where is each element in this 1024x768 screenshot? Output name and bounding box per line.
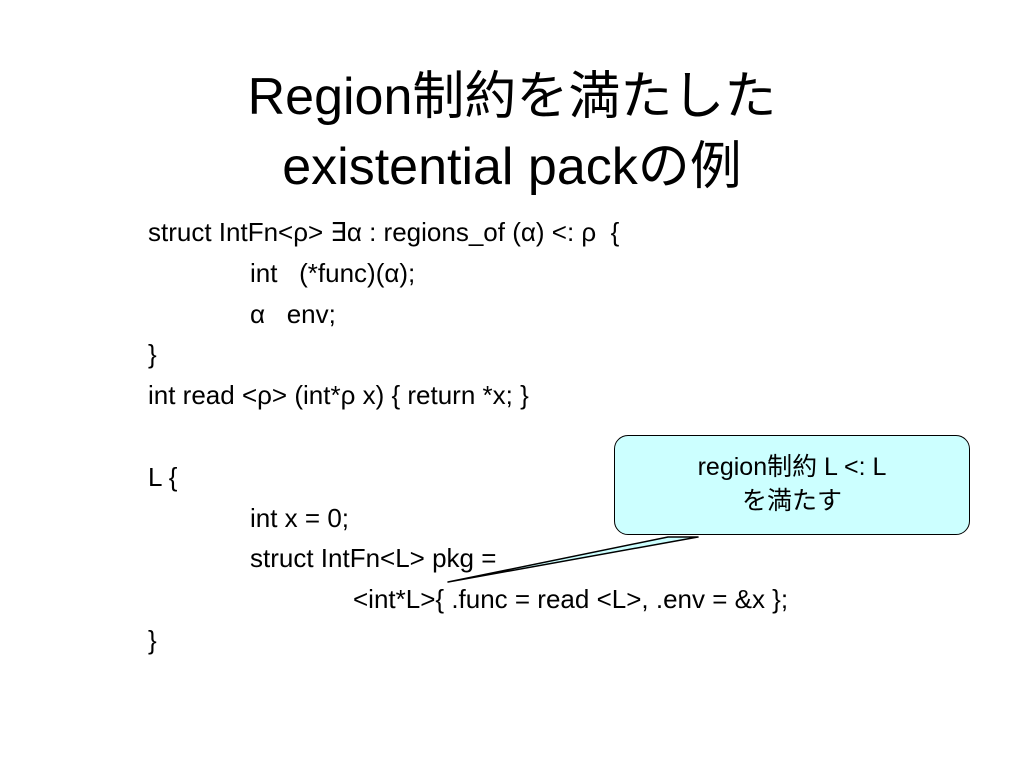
code-line-func-field: int (*func)(α); <box>250 257 416 288</box>
code-line-int-x: int x = 0; <box>250 502 349 533</box>
code-line-pkg-init: <int*L>{ .func = read <L>, .env = &x }; <box>353 584 789 615</box>
code-block: struct IntFn<ρ> ∃α : regions_of (α) <: ρ… <box>148 212 1008 661</box>
callout-text-line-2: を満たす <box>741 487 842 515</box>
code-line-read-func: int read <ρ> (int*ρ x) { return *x; } <box>148 380 529 411</box>
code-line-pkg-decl: struct IntFn<L> pkg = <box>250 543 497 574</box>
slide-title: Region制約を満たした existential packの例 <box>0 62 1024 202</box>
callout-box: region制約 L <: L を満たす <box>614 435 970 535</box>
code-line-env-field: α env; <box>250 298 336 329</box>
code-line-struct-decl: struct IntFn<ρ> ∃α : regions_of (α) <: ρ… <box>148 217 620 247</box>
callout-text-line-1: region制約 L <: L <box>697 453 887 481</box>
code-line-struct-close: } <box>148 339 157 370</box>
code-line-region-open: L { <box>148 461 178 492</box>
slide-title-line-2: existential packの例 <box>282 138 742 196</box>
code-line-region-close: } <box>148 624 157 655</box>
slide-title-line-1: Region制約を満たした <box>247 68 777 126</box>
